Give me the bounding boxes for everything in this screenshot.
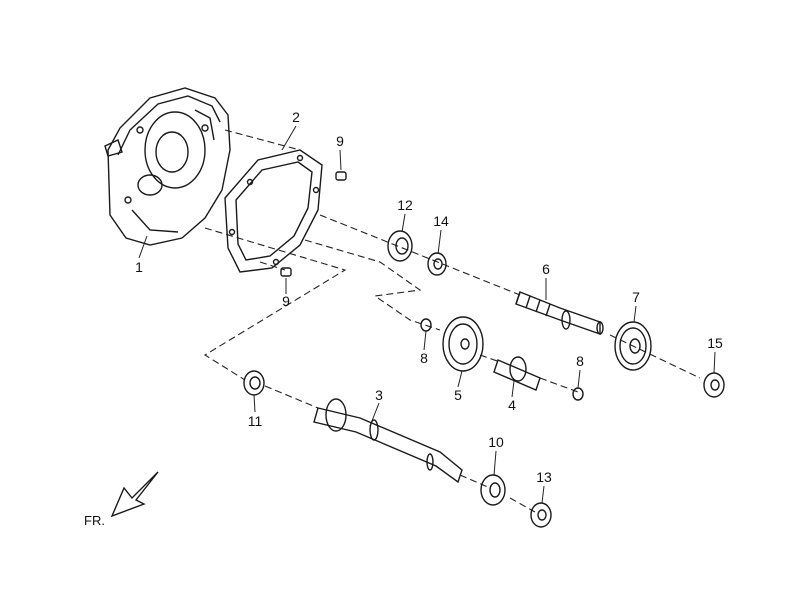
axis-line-countershaft bbox=[319, 214, 701, 379]
countershaft bbox=[515, 291, 604, 335]
front-direction-label: FR. bbox=[84, 513, 105, 528]
callout-6: 6 bbox=[542, 261, 550, 277]
main-shaft bbox=[313, 398, 463, 484]
callout-leaders bbox=[138, 125, 716, 504]
callout-labels: 1 2 3 4 5 6 7 8 8 9 9 10 11 12 13 14 15 bbox=[135, 109, 723, 485]
callout-1: 1 bbox=[135, 259, 143, 275]
callout-8-upper: 8 bbox=[420, 350, 428, 366]
callout-8-lower: 8 bbox=[576, 353, 584, 369]
bearing-12 bbox=[387, 230, 413, 262]
callout-2: 2 bbox=[292, 109, 300, 125]
front-direction-arrow-icon bbox=[110, 471, 159, 518]
axis-line-gear5 bbox=[304, 239, 579, 393]
callout-4: 4 bbox=[508, 397, 516, 413]
callout-7: 7 bbox=[632, 289, 640, 305]
circlip-lower bbox=[572, 387, 584, 401]
washer-15 bbox=[703, 372, 725, 398]
callout-10: 10 bbox=[488, 434, 504, 450]
callout-13: 13 bbox=[536, 469, 552, 485]
callout-9-upper: 9 bbox=[336, 133, 344, 149]
bearing-10 bbox=[480, 474, 506, 506]
axis-line-dowel bbox=[259, 261, 286, 271]
assembly-lines bbox=[203, 129, 701, 513]
dowel-pin-lower bbox=[280, 267, 292, 277]
dowel-pin-upper bbox=[335, 171, 347, 181]
seal-11 bbox=[243, 370, 265, 396]
callout-9-lower: 9 bbox=[282, 293, 290, 309]
gear-4 bbox=[493, 356, 541, 391]
callout-5: 5 bbox=[454, 387, 462, 403]
gear-5 bbox=[442, 316, 484, 372]
callout-12: 12 bbox=[397, 197, 413, 213]
transmission-case bbox=[104, 87, 231, 246]
callout-15: 15 bbox=[707, 335, 723, 351]
callout-3: 3 bbox=[375, 387, 383, 403]
axis-line-mainshaft bbox=[203, 227, 536, 513]
washer-13 bbox=[530, 502, 552, 528]
axis-line-upper bbox=[224, 129, 301, 151]
gasket bbox=[224, 149, 323, 273]
callout-14: 14 bbox=[433, 213, 449, 229]
gear-7 bbox=[614, 321, 652, 371]
washer-14 bbox=[427, 252, 447, 276]
callout-11: 11 bbox=[248, 413, 263, 429]
